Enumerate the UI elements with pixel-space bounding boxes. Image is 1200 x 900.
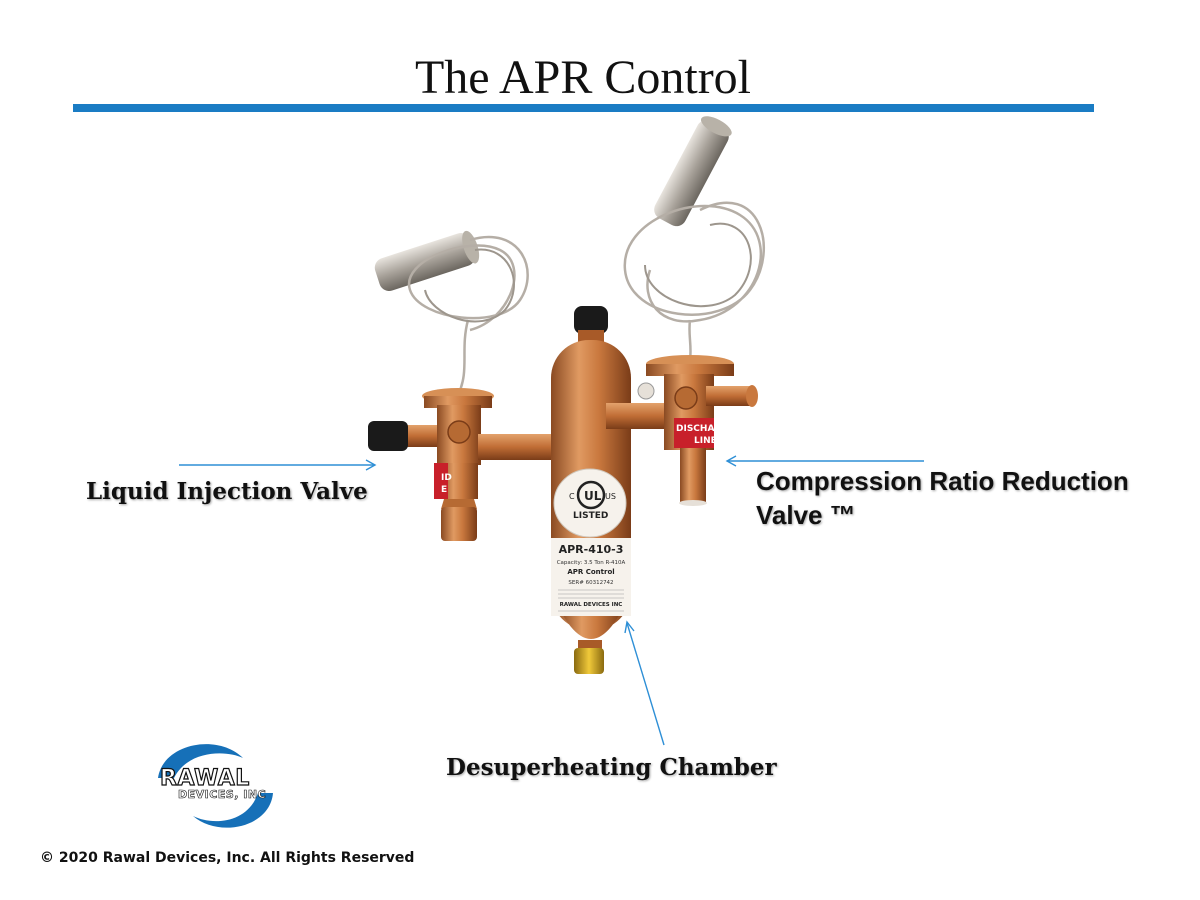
left-sensing-bulb <box>374 230 529 396</box>
title-underline <box>73 104 1094 112</box>
svg-text:APR Control: APR Control <box>567 568 614 576</box>
svg-text:US: US <box>605 492 616 501</box>
slide-title: The APR Control <box>414 51 752 104</box>
desuperheating-chamber: UL C US LISTED APR-410-3 Capacity: 3.5 T… <box>551 306 631 674</box>
label-crr-line1: Compression Ratio Reduction <box>756 466 1129 496</box>
label-desuperheating-chamber: Desuperheating Chamber <box>446 754 777 781</box>
compression-ratio-reduction-valve-body: DISCHA LINE <box>606 355 758 506</box>
logo-swoosh <box>158 744 273 828</box>
svg-text:LISTED: LISTED <box>573 511 608 521</box>
left-valve-tag: ID <box>441 473 452 483</box>
right-sensing-bulb <box>623 116 765 361</box>
model-number: APR-410-3 <box>559 543 624 556</box>
svg-text:E: E <box>441 485 447 495</box>
copyright-notice: © 2020 Rawal Devices, Inc. All Rights Re… <box>40 850 415 866</box>
right-valve-tag: DISCHA <box>676 424 714 434</box>
svg-text:SER# 60312742: SER# 60312742 <box>568 580 613 586</box>
logo-line2: DEVICES, INC <box>178 788 267 801</box>
liquid-injection-valve-body: ID E <box>368 388 558 541</box>
logo-line1: RAWAL <box>159 766 250 791</box>
label-compression-ratio-reduction-valve: Compression Ratio Reduction Valve ™ <box>756 464 1129 532</box>
label-liquid-injection-valve: Liquid Injection Valve <box>86 478 368 505</box>
rawal-devices-logo: RAWAL DEVICES, INC <box>148 738 282 838</box>
svg-text:C: C <box>569 492 575 501</box>
callout-arrows <box>179 455 924 746</box>
svg-text:Capacity: 3.5 Ton R-410A: Capacity: 3.5 Ton R-410A <box>557 560 626 566</box>
arrow-desuperheating <box>626 622 665 746</box>
svg-text:LINE: LINE <box>694 436 717 446</box>
svg-text:RAWAL DEVICES INC: RAWAL DEVICES INC <box>560 602 623 608</box>
label-crr-line2: Valve ™ <box>756 500 856 530</box>
svg-text:UL: UL <box>584 489 602 503</box>
